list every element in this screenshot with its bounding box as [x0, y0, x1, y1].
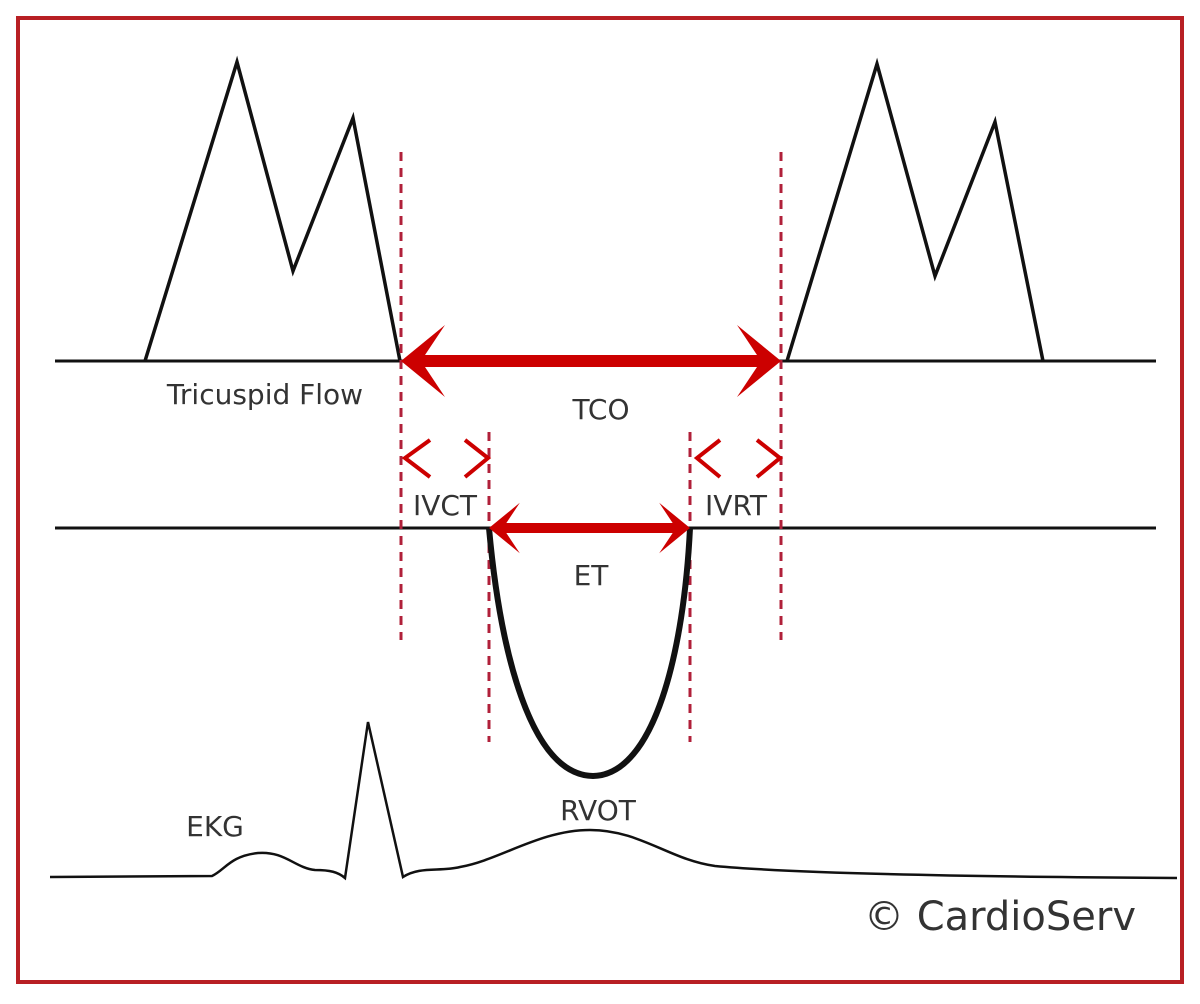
tricuspid-waveform-1: [143, 55, 402, 362]
ivct-right-chevron: [463, 438, 492, 479]
ekg-label: EKG: [186, 810, 244, 843]
ivrt-left-chevron: [693, 438, 722, 479]
rvot-waveform: [486, 527, 693, 780]
copyright-label: © CardioServ: [864, 894, 1136, 940]
et-label: ET: [574, 559, 610, 592]
ivct-label: IVCT: [413, 489, 478, 522]
tricuspid-waveform-2: [785, 57, 1045, 362]
rvot-label: RVOT: [560, 794, 637, 827]
et-arrow: [489, 502, 690, 554]
ekg-waveform: [49, 721, 1178, 881]
tco-arrow: [401, 325, 781, 397]
tco-label: TCO: [571, 393, 629, 426]
tricuspid-flow-label: Tricuspid Flow: [166, 378, 363, 411]
ivrt-label: IVRT: [705, 489, 768, 522]
ivrt-right-chevron: [755, 438, 784, 479]
frame-border: [16, 16, 1184, 984]
ivct-left-chevron: [401, 438, 432, 479]
